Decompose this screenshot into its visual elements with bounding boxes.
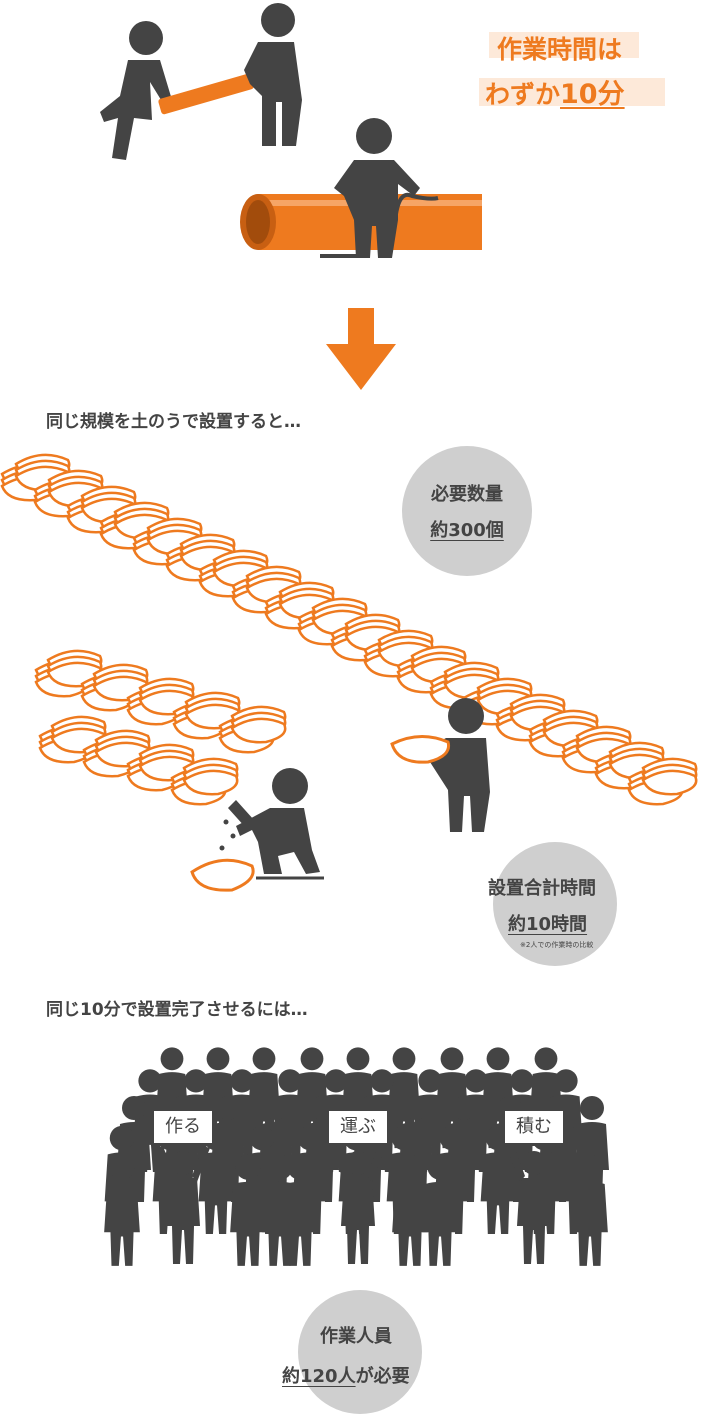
people-suffix: が必要 bbox=[355, 1366, 410, 1387]
tube-carry-scene bbox=[100, 3, 482, 258]
sandbag-icon bbox=[92, 663, 149, 702]
person-carrying-right bbox=[244, 3, 302, 146]
sandbag-stack bbox=[38, 715, 239, 806]
person-with-hose bbox=[320, 118, 439, 258]
sandbag-icon bbox=[230, 705, 287, 744]
sign-bearers bbox=[156, 1146, 561, 1264]
quantity-circle: 必要数量 約300個 bbox=[402, 446, 532, 576]
person-carrying-sandbag bbox=[390, 698, 490, 832]
sandbag-icon bbox=[245, 565, 302, 604]
person-filling-sandbag bbox=[190, 768, 324, 892]
quantity-value: 約300個 bbox=[430, 520, 504, 541]
sign-carry: 運ぶ bbox=[326, 1108, 390, 1146]
sign-stack: 積む bbox=[502, 1108, 566, 1146]
sandbag-icon bbox=[476, 677, 533, 716]
sandbag-icon bbox=[641, 757, 698, 796]
sign-bearer bbox=[156, 1146, 210, 1264]
sign-bearer bbox=[507, 1146, 561, 1264]
note-line1: 作業時間は bbox=[497, 35, 623, 64]
highlight-band bbox=[489, 32, 639, 58]
quantity-title: 必要数量 bbox=[431, 484, 503, 505]
sandbag-caption: 同じ規模を土のうで設置すると… bbox=[46, 412, 301, 432]
time-value: 約10時間 bbox=[508, 914, 588, 935]
work-time-note: 作業時間は わずか10分 bbox=[479, 14, 665, 114]
sandbag-icon bbox=[542, 709, 599, 748]
sandbag-stack bbox=[34, 649, 287, 754]
note-value: 10分 bbox=[560, 79, 625, 110]
people-circle bbox=[298, 1290, 422, 1414]
time-footnote: ※2人での作業時の比較 bbox=[520, 941, 594, 949]
sign-bearer bbox=[331, 1146, 385, 1264]
down-arrow-icon bbox=[326, 308, 396, 390]
orange-tube-carried bbox=[158, 73, 254, 115]
sandbag-icon bbox=[50, 715, 107, 754]
sandbag-icon bbox=[184, 691, 241, 730]
time-circle bbox=[493, 842, 617, 966]
sandbag-icon bbox=[138, 743, 195, 782]
crowd-caption: 同じ10分で設置完了させるには… bbox=[46, 1000, 308, 1020]
sandbag-icon bbox=[509, 693, 566, 732]
sandbag-line bbox=[0, 453, 698, 806]
sandbag-icon bbox=[138, 677, 195, 716]
person-carrying-left bbox=[100, 21, 172, 160]
note-line2: わずか10分 bbox=[485, 72, 625, 111]
people-value: 約120人 bbox=[282, 1366, 356, 1387]
time-title: 設置合計時間 bbox=[488, 878, 596, 899]
sandbag-icon bbox=[182, 757, 239, 796]
highlight-band bbox=[479, 78, 665, 106]
people-title: 作業人員 bbox=[320, 1326, 392, 1347]
sign-make: 作る bbox=[151, 1108, 215, 1146]
note-prefix: わずか bbox=[485, 80, 561, 109]
